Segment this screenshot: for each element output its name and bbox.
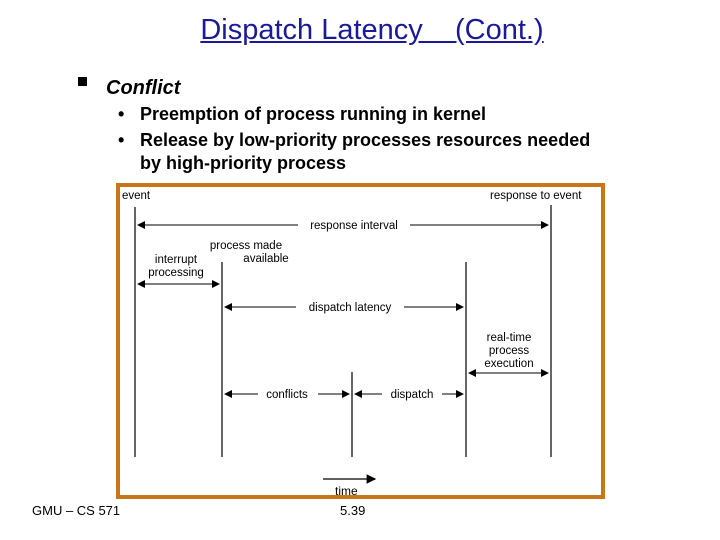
process-available-label-1: process made [210,240,282,252]
square-bullet-icon [78,77,87,86]
time-label: time [335,484,358,498]
subbullet-text: Release by low-priority processes resour… [140,130,591,150]
process-available-label-2: available [243,253,288,265]
dispatch-latency-label: dispatch latency [309,302,392,314]
footer-course: GMU – CS 571 [32,503,121,518]
response-to-event-label: response to event [490,190,582,202]
response-interval-label: response interval [310,220,398,232]
dispatch-label: dispatch [391,389,434,401]
bullet-conflict-text: Conflict [106,77,181,99]
footer-page-number: 5.39 [340,503,366,518]
interrupt-label-1: interrupt [155,254,198,266]
event-label: event [122,190,151,202]
subbullet-text-continued: by high-priority process [140,153,347,173]
dot-bullet-icon: • [118,130,125,150]
dispatch-latency-diagram: response interval interrupt processing p… [116,183,605,499]
dot-bullet-icon: • [118,104,125,124]
realtime-label-1: real-time [487,332,532,344]
interrupt-label-2: processing [148,267,204,279]
diagram-svg: response interval interrupt processing p… [122,190,582,484]
conflicts-label: conflicts [266,389,308,401]
slide-title: Dispatch Latency (Cont.) [200,14,544,46]
realtime-label-3: execution [484,358,533,370]
subbullet-text: Preemption of process running in kernel [140,104,487,124]
realtime-label-2: process [489,345,530,357]
